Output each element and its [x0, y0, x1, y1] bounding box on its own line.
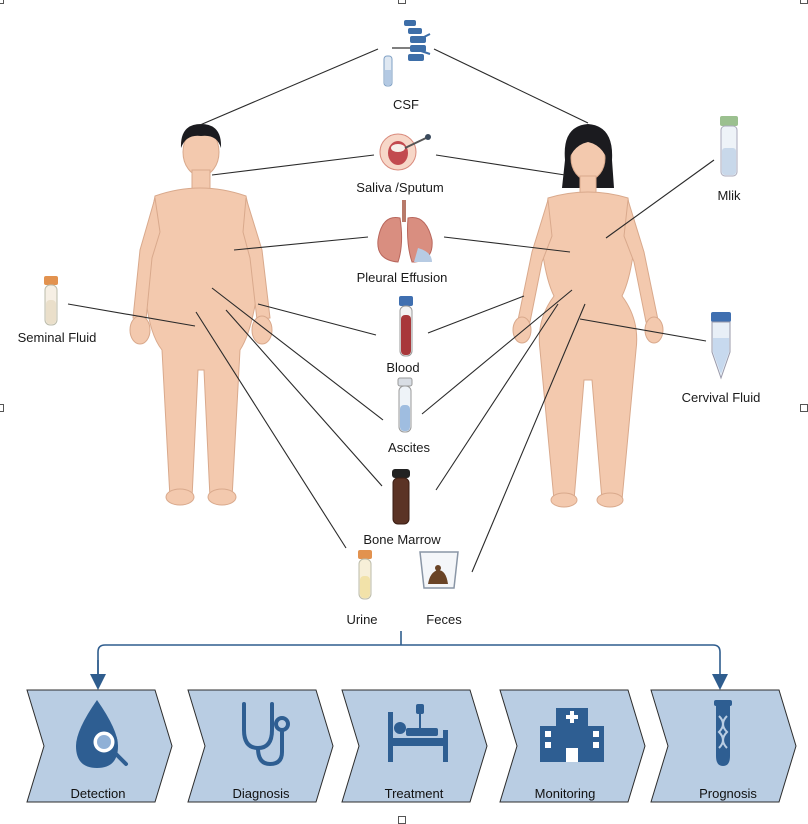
resize-handle-right[interactable] — [800, 404, 808, 412]
label-bone-marrow: Bone Marrow — [363, 532, 441, 547]
csf-tube-icon — [383, 47, 410, 87]
flow-bracket-arrow — [90, 631, 728, 690]
lungs-icon — [377, 200, 433, 263]
hospital-bed-icon — [388, 704, 448, 762]
label-blood: Blood — [386, 360, 420, 375]
female-body-figure — [512, 124, 664, 508]
label-ascites: Ascites — [388, 440, 430, 455]
hospital-building-icon — [540, 708, 604, 762]
urine-tube-icon — [358, 550, 372, 600]
stage-label-diagnosis: Diagnosis — [232, 786, 290, 801]
feces-container-icon — [419, 551, 459, 589]
label-csf: CSF — [393, 97, 419, 112]
label-pleural-effusion: Pleural Effusion — [356, 270, 448, 285]
connector-lines — [67, 48, 715, 573]
dna-test-tube-icon — [714, 700, 732, 766]
bone-marrow-tube-icon — [392, 469, 410, 525]
label-saliva-sputum: Saliva /Sputum — [356, 180, 444, 195]
label-cervical-fluid: Cervival Fluid — [681, 390, 761, 405]
stage-label-prognosis: Prognosis — [699, 786, 757, 801]
stage-label-detection: Detection — [70, 786, 126, 801]
label-seminal-fluid: Seminal Fluid — [17, 330, 97, 345]
droplet-magnifier-icon — [76, 700, 128, 768]
stage-label-monitoring: Monitoring — [534, 786, 596, 801]
resize-handle-left[interactable] — [0, 404, 4, 412]
label-feces: Feces — [426, 612, 462, 627]
resize-handle-bottom[interactable] — [398, 816, 406, 824]
seminal-tube-icon — [44, 276, 58, 326]
male-hair — [180, 124, 222, 148]
female-hair — [565, 126, 611, 170]
resize-handle-top-right[interactable] — [800, 0, 808, 4]
ascites-tube-icon — [397, 377, 413, 433]
label-urine: Urine — [346, 612, 378, 627]
male-body-figure — [129, 127, 273, 506]
spine-icon — [404, 20, 431, 61]
stage-label-treatment: Treatment — [384, 786, 444, 801]
cervical-tube-icon — [711, 312, 731, 380]
blood-tube-icon — [399, 296, 413, 357]
milk-tube-icon — [720, 116, 738, 177]
stethoscope-icon — [242, 702, 290, 767]
resize-handle-top-left[interactable] — [0, 0, 4, 4]
mouth-swab-icon — [379, 133, 431, 171]
resize-handle-top[interactable] — [398, 0, 406, 4]
label-milk: Mlik — [717, 188, 741, 203]
